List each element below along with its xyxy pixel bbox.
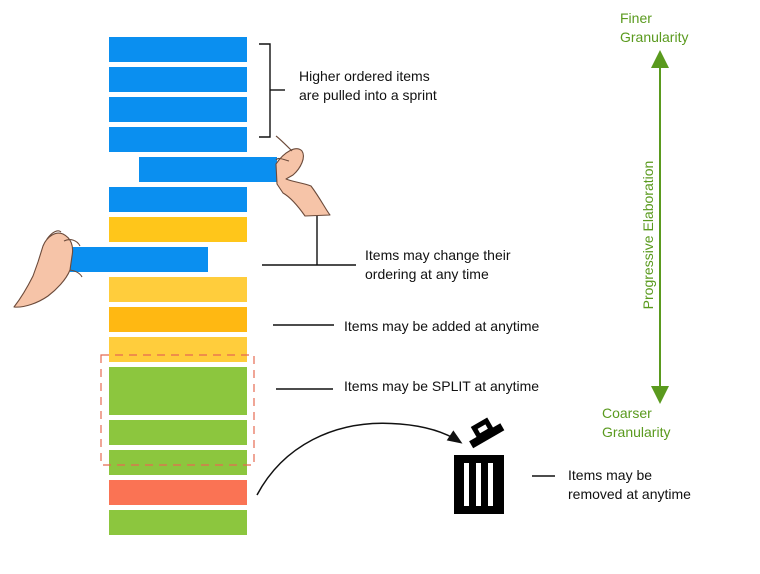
split-annotation: Items may be SPLIT at anytime bbox=[344, 378, 540, 394]
sprint-annotation: Higher ordered items are pulled into a s… bbox=[299, 67, 437, 105]
coarser-label-line-2: Granularity bbox=[602, 424, 671, 440]
sprint-annotation-line-2: are pulled into a sprint bbox=[299, 87, 437, 103]
ordering-annotation: Items may change their ordering at any t… bbox=[365, 246, 511, 284]
backlog-item-yellow-added bbox=[109, 307, 247, 332]
arrow-down-icon bbox=[651, 386, 669, 404]
finer-label-line-1: Finer bbox=[620, 10, 652, 26]
trash-can-icon bbox=[454, 417, 505, 514]
sprint-annotation-line-1: Higher ordered items bbox=[299, 68, 430, 84]
removal-arrow bbox=[256, 422, 463, 496]
backlog-item-blue-6 bbox=[109, 187, 247, 212]
ordering-annotation-line-1: Items may change their bbox=[365, 247, 511, 263]
sprint-bracket bbox=[259, 43, 285, 138]
backlog-item-blue-2 bbox=[109, 67, 247, 92]
backlog-item-green-large bbox=[109, 367, 247, 415]
backlog-item-blue-1 bbox=[109, 37, 247, 62]
backlog-item-green-split-2 bbox=[109, 450, 247, 475]
removed-annotation-line-2: removed at anytime bbox=[568, 486, 691, 502]
backlog-item-blue-3 bbox=[109, 97, 247, 122]
backlog-item-yellow-1 bbox=[109, 217, 247, 242]
arrow-up-icon bbox=[651, 50, 669, 68]
removed-annotation-line-1: Items may be bbox=[568, 467, 653, 483]
backlog-item-blue-4 bbox=[109, 127, 247, 152]
progressive-elaboration-label: Progressive Elaboration bbox=[640, 160, 656, 310]
granularity-axis bbox=[651, 50, 669, 404]
backlog-item-green-last bbox=[109, 510, 247, 535]
backlog-item-green-split-1 bbox=[109, 420, 247, 445]
backlog-item-yellow-2 bbox=[109, 277, 247, 302]
finer-label-line-2: Granularity bbox=[620, 29, 689, 45]
hand-grabbing-right-icon bbox=[275, 135, 331, 217]
hand-grabbing-left-icon bbox=[13, 230, 83, 308]
coarser-granularity-label: Coarser Granularity bbox=[602, 404, 670, 442]
backlog-item-blue-moving-right bbox=[139, 157, 277, 182]
finer-granularity-label: Finer Granularity bbox=[620, 9, 688, 47]
added-annotation: Items may be added at anytime bbox=[344, 318, 540, 334]
backlog-item-blue-moving-left bbox=[70, 247, 208, 272]
removed-annotation: Items may be removed at anytime bbox=[568, 466, 691, 504]
split-dashed-box bbox=[100, 354, 255, 466]
ordering-connector bbox=[262, 216, 356, 266]
backlog-item-yellow-3 bbox=[109, 337, 247, 362]
ordering-annotation-line-2: ordering at any time bbox=[365, 266, 489, 282]
coarser-label-line-1: Coarser bbox=[602, 405, 652, 421]
backlog-item-red-removed bbox=[109, 480, 247, 505]
